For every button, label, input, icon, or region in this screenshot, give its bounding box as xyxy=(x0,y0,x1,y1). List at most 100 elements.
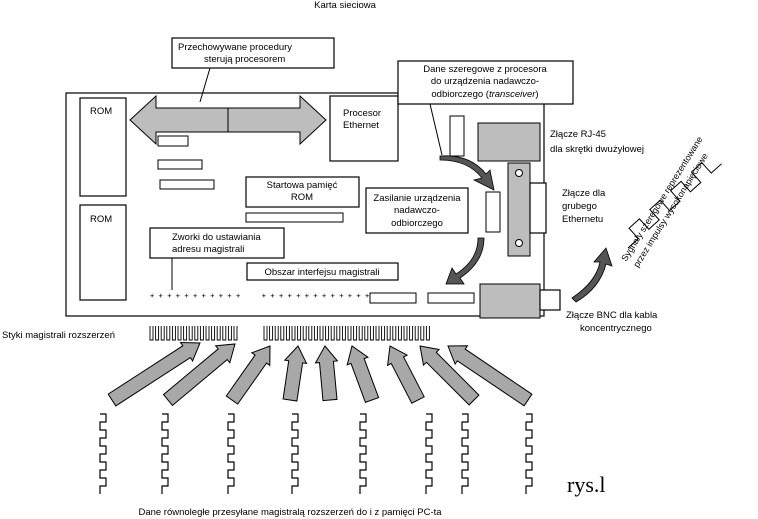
rom-chip-bottom xyxy=(79,204,127,301)
jumper-pin: + xyxy=(288,292,292,300)
edge-pin xyxy=(302,326,307,341)
edge-pin xyxy=(205,326,210,341)
jumper-pin: + xyxy=(322,292,326,300)
parallel-data-arrow xyxy=(419,345,480,406)
jumper-pin: + xyxy=(210,292,214,300)
edge-pin xyxy=(227,326,232,341)
parallel-data-arrow xyxy=(314,345,339,402)
rom-top-label: ROM xyxy=(90,106,112,117)
jumper-pin: + xyxy=(150,292,154,300)
edge-pin xyxy=(414,326,419,341)
jumper-pins: ++++++++++++++++++++++++ xyxy=(150,292,369,300)
edge-pin xyxy=(308,326,313,341)
thick-eth-label-3: Ethernetu xyxy=(562,214,603,225)
transceiver-power-label-1: Zasilanie urządzenia xyxy=(373,193,461,204)
stored-procedures-callout xyxy=(171,37,335,69)
serial-signal-waveform xyxy=(627,161,722,249)
stored-procedures-label-1: Przechowywane procedury xyxy=(178,42,292,53)
parallel-data-arrows xyxy=(107,341,533,407)
small-chip xyxy=(157,159,203,170)
edge-pin xyxy=(353,326,358,341)
edge-pin xyxy=(358,326,363,341)
parallel-data-waveform xyxy=(525,413,533,494)
edge-pin xyxy=(347,326,352,341)
jumpers-label-1: Zworki do ustawiania xyxy=(172,232,261,243)
jumper-pin: + xyxy=(219,292,223,300)
jumper-pin: + xyxy=(202,292,206,300)
transceiver-power-label-2: nadawczo- xyxy=(394,205,440,216)
edge-pin xyxy=(330,326,335,341)
edge-pin xyxy=(325,326,330,341)
jumper-pin: + xyxy=(313,292,317,300)
parallel-data-arrow xyxy=(447,345,533,407)
connector-screw xyxy=(515,169,523,177)
edge-pin xyxy=(285,326,290,341)
boot-rom-label-2: ROM xyxy=(291,192,313,203)
edge-pin xyxy=(341,326,346,341)
edge-pin xyxy=(403,326,408,341)
jumper-pin: + xyxy=(236,292,240,300)
jumper-pin: + xyxy=(356,292,360,300)
stored-procedures-leader xyxy=(199,67,211,103)
transceiver-chip xyxy=(485,191,501,233)
processor-label-1: Procesor xyxy=(343,108,381,119)
small-chip xyxy=(369,292,417,304)
boot-rom-box xyxy=(245,176,360,208)
jumpers-label-2: adresu magistrali xyxy=(172,244,244,255)
connector-screw xyxy=(515,239,523,247)
stored-procedures-label-2: sterują procesorem xyxy=(204,54,285,65)
power-to-bnc-arrow xyxy=(445,237,485,285)
edge-pin xyxy=(149,326,154,341)
jumper-pin: + xyxy=(176,292,180,300)
parallel-data-arrow xyxy=(282,345,308,402)
jumper-pin: + xyxy=(296,292,300,300)
parallel-data-caption: Dane równoległe przesyłane magistralą ro… xyxy=(138,507,442,518)
serial-data-callout xyxy=(397,60,574,105)
edge-pin xyxy=(233,326,238,341)
edge-pin xyxy=(194,326,199,341)
edge-pin xyxy=(155,326,160,341)
parallel-data-waveform xyxy=(359,413,367,494)
edge-pin xyxy=(269,326,274,341)
bnc-label-2: koncentrycznego xyxy=(580,323,652,334)
parallel-data-waveform xyxy=(227,413,235,494)
jumper-pin: + xyxy=(365,292,369,300)
parallel-data-arrow xyxy=(225,345,271,405)
jumpers-box xyxy=(149,227,285,259)
edge-pin xyxy=(319,326,324,341)
edge-connector-pins xyxy=(149,326,430,341)
jumper-pin: + xyxy=(167,292,171,300)
thick-eth-label-1: Złącze dla xyxy=(562,188,606,199)
edge-pin xyxy=(183,326,188,341)
serial-data-label-2: do urządzenia nadawczo- xyxy=(431,76,539,87)
edge-pin xyxy=(336,326,341,341)
edge-pin xyxy=(280,326,285,341)
edge-pin xyxy=(188,326,193,341)
rom-bottom-label: ROM xyxy=(90,214,112,225)
edge-pin xyxy=(291,326,296,341)
transceiver-power-label-3: odbiorczego xyxy=(391,218,443,229)
serial-data-leader xyxy=(429,103,443,156)
signal-out-arrow xyxy=(571,247,613,303)
parallel-data-arrow xyxy=(346,345,380,404)
jumper-pin: + xyxy=(339,292,343,300)
serial-signals-label-2: przez impulsy wysokonapięciowe xyxy=(631,151,710,269)
rom-chip-top xyxy=(79,97,127,197)
rj45-label-1: Złącze RJ-45 xyxy=(550,129,606,140)
rj45-label-2: dla skrętki dwużyłowej xyxy=(550,144,644,155)
serial-data-label-1: Dane szeregowe z procesora xyxy=(423,64,547,75)
serial-data-label-3: odbiorczego (transceiver) xyxy=(431,89,538,100)
small-chip xyxy=(157,135,189,147)
edge-pin xyxy=(392,326,397,341)
boot-rom-label-1: Startowa pamięć xyxy=(267,180,338,191)
jumper-pin: + xyxy=(305,292,309,300)
processor-to-transceiver-arrow xyxy=(439,155,495,191)
small-chip xyxy=(427,292,475,304)
parallel-data-waveform xyxy=(161,413,169,494)
edge-pin xyxy=(364,326,369,341)
thick-ethernet-plate xyxy=(529,182,547,234)
boot-rom-chip xyxy=(245,212,344,223)
figure-label: rys.l xyxy=(567,472,606,497)
parallel-data-arrow xyxy=(107,341,201,407)
parallel-data-waveform xyxy=(425,413,433,494)
